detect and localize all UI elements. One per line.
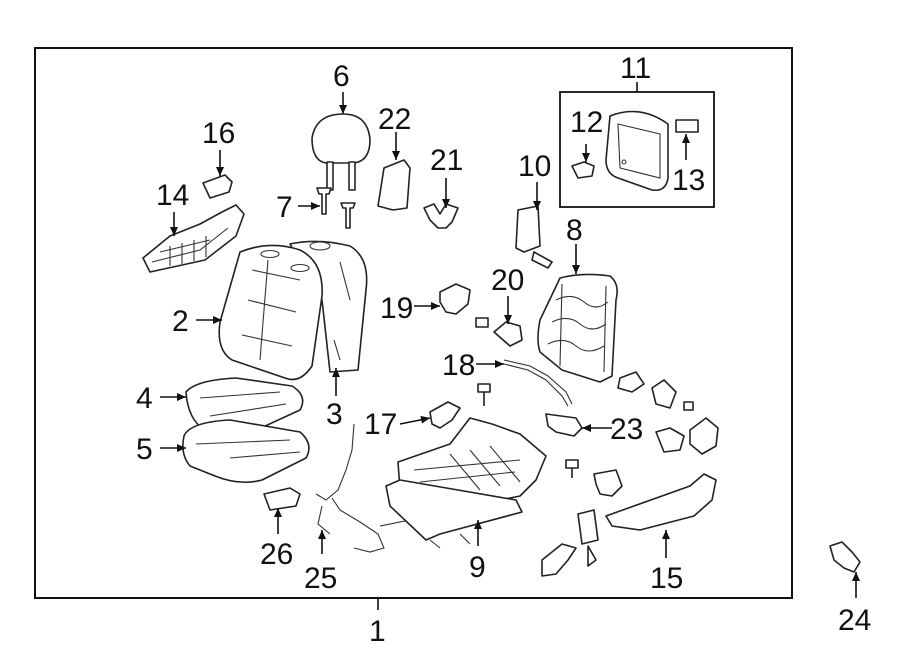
part-20-cover	[493, 321, 523, 347]
callout-22: 22	[378, 103, 411, 136]
callout-labels: 1 2 3 4 5 6 7 8 9 10 11 12 13 14 15 16 1…	[136, 52, 871, 648]
callout-13: 13	[672, 164, 705, 197]
part-2-seatback-cover	[218, 240, 368, 381]
callout-6: 6	[333, 60, 350, 93]
callout-25: 25	[304, 562, 337, 595]
callout-19: 19	[380, 292, 413, 325]
misc-bracket-a	[617, 371, 645, 393]
part-8-seatback-frame	[537, 273, 618, 383]
callout-16: 16	[202, 117, 235, 150]
callout-11: 11	[620, 52, 651, 85]
callout-4: 4	[136, 382, 153, 415]
misc-cover-c	[689, 417, 719, 455]
callout-15: 15	[650, 562, 683, 595]
callout-10: 10	[518, 150, 551, 183]
part-22-cover	[377, 159, 411, 211]
part-16-clip	[202, 174, 233, 199]
callout-2: 2	[172, 305, 189, 338]
callout-17: 17	[364, 408, 397, 441]
part-11-back-board	[605, 110, 669, 192]
misc-bracket-d	[655, 427, 685, 453]
misc-clip-a	[683, 401, 694, 411]
leader-arrows	[160, 92, 860, 598]
part-17-bracket	[429, 401, 461, 429]
small-clip	[475, 317, 489, 328]
callout-26: 26	[260, 538, 293, 571]
assembly-frame	[34, 47, 793, 599]
callout-8: 8	[566, 214, 583, 247]
part-6-headrest	[311, 113, 371, 191]
misc-bracket-b	[651, 379, 677, 409]
part-10-trim	[515, 205, 553, 269]
misc-latch-f	[577, 509, 599, 567]
bolt-icon-2	[565, 459, 579, 478]
part-14-side-shield	[142, 204, 245, 273]
callout-9: 9	[469, 551, 486, 584]
callout-3: 3	[326, 398, 343, 431]
callout-1: 1	[369, 615, 386, 648]
callout-5: 5	[136, 433, 153, 466]
part-19-cover	[439, 283, 471, 315]
part-13-label	[675, 119, 699, 133]
misc-bracket-g	[541, 543, 577, 577]
callout-18: 18	[442, 349, 475, 382]
callout-21: 21	[430, 144, 463, 177]
part-7-headrest-guides	[316, 187, 356, 229]
misc-bracket-e	[593, 469, 623, 497]
part-21-bracket	[423, 203, 459, 229]
callout-12: 12	[570, 106, 603, 139]
callout-20: 20	[491, 264, 524, 297]
callout-7: 7	[276, 191, 293, 224]
part-24-clip	[829, 541, 861, 573]
part-26-connector	[263, 487, 301, 511]
part-23-bracket	[545, 413, 583, 437]
part-9-seat-frame	[385, 417, 547, 549]
callout-24: 24	[838, 604, 871, 637]
callout-23: 23	[610, 413, 643, 446]
part-25-wire-harness	[315, 423, 421, 553]
part-15-side-trim	[605, 473, 717, 531]
part-5-cushion-pad	[182, 419, 310, 484]
bolt-icon	[477, 383, 491, 406]
part-18-rod	[503, 359, 573, 407]
part-12-clip	[571, 161, 595, 179]
callout-14: 14	[156, 179, 189, 212]
